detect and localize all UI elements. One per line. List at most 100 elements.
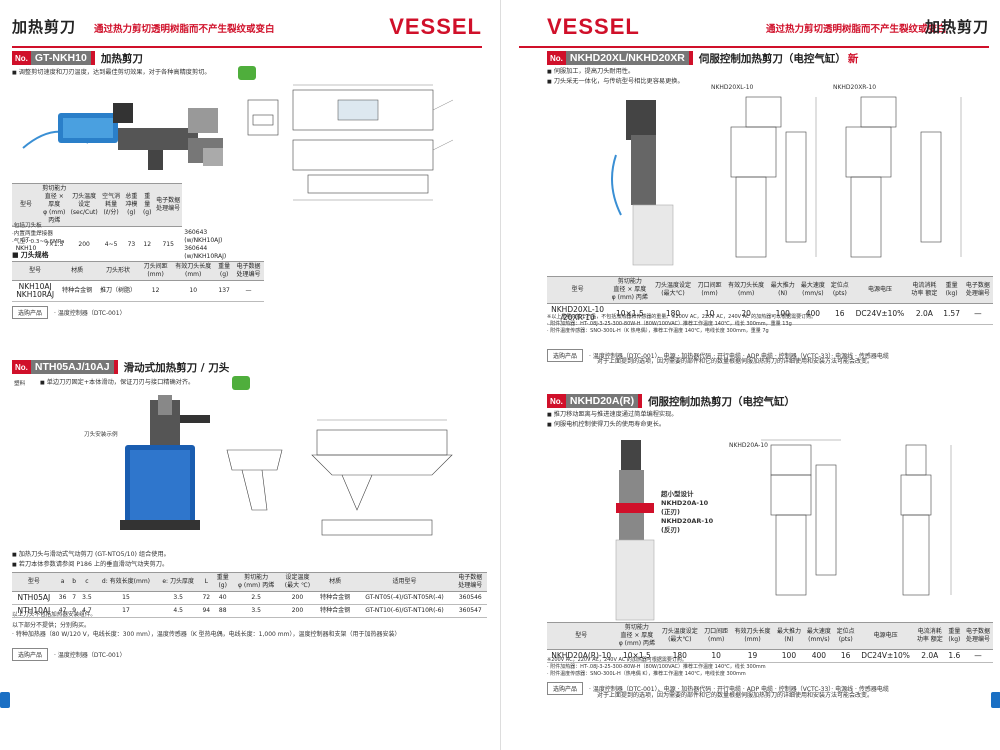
right-header: VESSEL 通过热力剪切透明树脂而不产生裂纹或变白 加热剪刀 [519, 12, 989, 48]
table-header: 电流消耗 功率 额定 [908, 276, 941, 304]
table-cell: 40 [213, 591, 233, 605]
table-cell: 4.5 [156, 604, 200, 618]
table-cell: 16 [833, 649, 858, 663]
table-row: NKHD20XL-10 /20XR-10 10×1.5 180 10 20 10… [547, 303, 993, 325]
table-cell: 10×1.5 [615, 649, 659, 663]
table-cell: NKHD20XL-10 /20XR-10 [547, 303, 609, 325]
bullet-item: 若刀本体参数请参阅 P186 上的垂直滑动气动夹剪刀。 [12, 560, 262, 570]
table-header: 电子数据 处理编号 [453, 572, 487, 592]
blade-spec-table: 型号 材质 刀头形状 刀头间距 (mm) 有效刀头长度 (mm) 重量 (g) … [12, 261, 264, 302]
related-products: 选购产品 · 温度控制器（DTC-001）、电源 · 加热器代码 · 开行电缆 … [547, 682, 889, 695]
related-text: · 温度控制器（DTC-001） [54, 310, 126, 317]
table-header: 剪切能力 直径 × 厚度 φ (mm) 丙烯 [39, 183, 69, 227]
table-header: 电流消耗 功率 额定 [913, 622, 946, 650]
table-cell: 特种合金钢 [314, 591, 356, 605]
page-title: 加热剪刀 [924, 18, 989, 36]
table-header: 重量 (kg) [940, 276, 963, 304]
table-header: b [69, 572, 79, 592]
spec-table-nth05aj: 型号 a b c d: 有效长度(mm) e: 刀头厚度 L 重量 (g) 剪切… [12, 572, 487, 618]
section-bullets: 推刀移动距离与推进速度通过简单编程实现。 伺服电机控制使得刀头的使用寿命更长。 [547, 410, 747, 430]
table-header: 最大速度 (mm/s) [797, 276, 828, 304]
page-tab [0, 692, 10, 708]
table-header: 刀口间距 (mm) [694, 276, 725, 304]
table-cell: 4~5 [99, 226, 123, 264]
table-header: 刀头形状 [95, 261, 141, 281]
table-cell: 360547 [453, 604, 487, 618]
table-cell: 94 [199, 604, 214, 618]
table-header: 最大推力 (N) [773, 622, 804, 650]
badge-no: No. [12, 53, 31, 63]
table-cell: 特种合金钢 [314, 604, 356, 618]
table-cell: 16 [827, 303, 852, 325]
table-header: 型号 [12, 261, 59, 281]
product-badge: No. NKHD20XL/NKHD20XR [547, 51, 693, 65]
table-header: 重量 (g) [140, 183, 155, 227]
table-header: 刀头间距 (mm) [140, 261, 172, 281]
table-cell: 73 [122, 226, 141, 264]
table-row: NKH10AJ NKH10RAJ 特种合金钢 推刀（树脂） 12 10 137 … [12, 280, 264, 302]
table-header: 电子数据 处理编号 [962, 622, 993, 650]
product-photo-nth05aj [120, 395, 210, 530]
photo-label: 刀头安装示例 [84, 432, 118, 438]
product-photo-gt-nkh10 [18, 88, 238, 178]
section-title: 加热剪刀 [100, 52, 143, 65]
note-line: ·气压：0.3~0.6MPa [12, 239, 65, 245]
header-rule [12, 46, 482, 48]
table-header: 型号 [12, 572, 56, 592]
drawing-label: NKHD20XR-10 [833, 84, 877, 91]
table-notes: ·包括刀头板 ·内置两重焊接器 ·气压：0.3~0.6MPa [12, 222, 64, 246]
table-header: 适用型号 [355, 572, 454, 592]
table-header: 电子数据 处理编号 [232, 261, 264, 281]
drawing-nth05aj [226, 419, 453, 536]
section-bullets: 伺服加工，提高刀头耐用性。 刀头采无一体化，与传统型号相比更容易更换。 [547, 67, 747, 87]
table-cell: 10×1.5 [608, 303, 652, 325]
section-header-nth05aj: No. NTH05AJ/10AJ 滑动式加热剪刀 / 刀头 [12, 360, 229, 374]
bullet-item: 加热刀头与滑动式气动剪刀 (GT-NTO5/10) 组合使用。 [12, 550, 262, 560]
table-header: 型号 [547, 622, 616, 650]
table-cell: 12 [140, 226, 155, 264]
bullet-item: 单边刀刃固定+本体滑动，保证刀刃与接口精确对齐。 [40, 378, 240, 388]
section-title: 伺服控制加热剪刀（电控气缸） [648, 395, 796, 408]
drawing-nkhd20x [730, 96, 962, 258]
badge-no: No. [547, 396, 566, 406]
table-header: 空气消耗量 (ℓ/分) [99, 183, 123, 227]
table-header: 重量 (g) [213, 572, 233, 592]
table-cell: 7 [69, 591, 79, 605]
table-cell: NTH10AJ [12, 604, 56, 618]
table-header: 总重冲模 (g) [122, 183, 141, 227]
table-cell: 1.57 [940, 303, 963, 325]
related-products: 选购产品 · 温度控制器（DTC-001） [12, 306, 126, 319]
table-cell: GT-NT05(-4)/GT-NT05R(-4) [355, 591, 454, 605]
related-text: · 温度控制器（DTC-001） [54, 652, 126, 659]
table-cell: 47 [55, 604, 70, 618]
bullet-item: 伺服电机控制使得刀头的使用寿命更长。 [547, 420, 747, 430]
product-badge: No. NTH05AJ/10AJ [12, 360, 118, 374]
table-header: e: 刀头厚度 [156, 572, 200, 592]
page-tagline: 通过热力剪切透明树脂而不产生裂纹或变白 [766, 24, 947, 35]
sub-title: 以下部分不提供；分别购买。 [12, 622, 91, 629]
table-header: 有效刀头长度 (mm) [724, 276, 768, 304]
table-row: NTH05AJ 36 7 3.5 15 3.5 72 40 2.5 200 特种… [12, 591, 487, 605]
table-cell: 17 [94, 604, 157, 618]
footnote: 以上刀头不包括加热器安装组件。 [12, 612, 96, 618]
bullet-item: 调整剪切速度和刀刃温度，达到最佳剪切效果，对于各种高精度剪切。 [12, 68, 232, 78]
table-cell: 3.5 [78, 591, 95, 605]
table-cell: 72 [199, 591, 214, 605]
table-cell: 3.5 [232, 604, 281, 618]
spec-table-nkhd20a: 型号 剪切能力 直径 × 厚度 φ (mm) 丙烯 刀头温度设定 (最大℃) 刀… [547, 622, 993, 663]
table-cell: 19 [731, 649, 774, 663]
section-header-nkhd20x: No. NKHD20XL/NKHD20XR 伺服控制加热剪刀（电控气缸） 新 [547, 51, 858, 65]
brand-logo: VESSEL [547, 14, 640, 39]
table-cell: 10 [694, 303, 725, 325]
table-header: 刀头温度设定 (最大℃) [658, 622, 702, 650]
bullet-item: 伺服加工，提高刀头耐用性。 [547, 67, 747, 77]
related-note: 对于上面提到的选项，因为需要的部件和它的数量根据伺服加热剪刀的详细使用和安装方法… [597, 692, 874, 699]
table-cell: 推刀（树脂） [95, 280, 141, 302]
table-cell: 400 [803, 649, 834, 663]
table-header: 剪切能力 直径 × 厚度 φ (mm) 丙烯 [608, 276, 652, 304]
table-cell: 特种合金钢 [58, 280, 96, 302]
table-header: 最大速度 (mm/s) [803, 622, 834, 650]
table-header: 有效刀头长度 (mm) [731, 622, 774, 650]
section-header-gt-nkh10: No. GT-NKH10 加热剪刀 [12, 51, 143, 65]
eco-mark-icon [238, 66, 256, 80]
